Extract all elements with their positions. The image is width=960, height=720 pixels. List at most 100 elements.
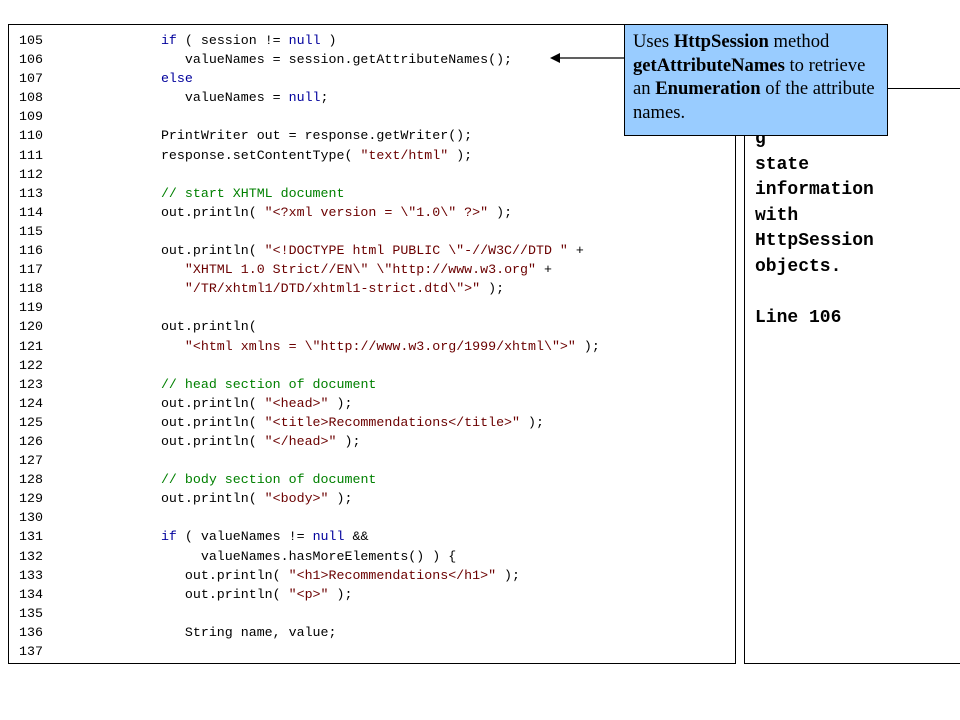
code-text: out.println(	[137, 491, 265, 507]
code-line: 136 String name, value;	[19, 623, 600, 642]
code-line: 137	[19, 642, 600, 661]
code-listing-panel: 105 if ( session != null )106 valueNames…	[8, 24, 736, 664]
code-text: out.println(	[137, 586, 289, 602]
line-number: 135	[19, 605, 43, 621]
code-string: "text/html"	[360, 147, 449, 163]
code-keyword: if	[160, 529, 177, 545]
code-text: +	[567, 243, 584, 259]
code-text: );	[488, 204, 513, 220]
code-text: );	[448, 147, 473, 163]
callout-text: Uses	[633, 31, 674, 52]
code-text: );	[328, 395, 353, 411]
code-text	[137, 529, 161, 544]
callout-text: to retrieve an	[633, 54, 866, 100]
line-number: 117	[19, 262, 43, 278]
callout-arrow-icon	[550, 53, 626, 63]
line-number: 137	[19, 644, 43, 659]
code-text: valueNames.hasMoreElements() ) {	[137, 548, 457, 564]
code-line: 107 else	[19, 69, 600, 88]
line-number: 136	[19, 624, 43, 640]
code-string: "</head>"	[264, 433, 337, 449]
line-number: 107	[19, 71, 43, 87]
side-notes-text: g state information with HttpSession obj…	[755, 129, 874, 329]
code-text: valueNames =	[137, 90, 289, 106]
code-line: 115	[19, 222, 600, 241]
code-line: 134 out.println( "<p>" );	[19, 585, 600, 604]
code-string: "XHTML 1.0 Strict//EN\" \"http://www.w3.…	[184, 262, 536, 278]
code-line: 131 if ( valueNames != null &&	[19, 527, 600, 546]
code-line: 112	[19, 165, 600, 184]
code-text	[137, 262, 185, 277]
code-line: 118 "/TR/xhtml1/DTD/xhtml1-strict.dtd\">…	[19, 279, 600, 298]
code-text: );	[496, 567, 521, 583]
code-text: out.println(	[137, 204, 265, 220]
line-number: 122	[19, 357, 43, 373]
code-line: 113 // start XHTML document	[19, 184, 600, 203]
code-text: );	[480, 281, 505, 297]
line-number: 125	[19, 414, 43, 430]
code-string: "<title>Recommendations</title>"	[264, 414, 521, 430]
code-line: 135	[19, 604, 600, 623]
code-keyword: null	[288, 33, 321, 48]
code-string: "<h1>Recommendations</h1>"	[288, 567, 497, 583]
code-line: 129 out.println( "<body>" );	[19, 489, 600, 508]
line-number: 112	[19, 166, 43, 182]
code-line: 105 if ( session != null )	[19, 31, 600, 50]
callout-box: Uses HttpSession method getAttributeName…	[624, 24, 888, 136]
line-number: 131	[19, 529, 43, 545]
code-comment: // body section of document	[160, 472, 377, 488]
code-string: "<body>"	[264, 491, 329, 507]
side-notes-panel: g state information with HttpSession obj…	[744, 88, 960, 664]
callout-emphasis: HttpSession	[673, 31, 769, 52]
callout-text: of the attribute names.	[633, 78, 875, 123]
code-line: 106 valueNames = session.getAttributeNam…	[19, 50, 600, 69]
line-number: 121	[19, 338, 43, 354]
line-number: 116	[19, 243, 43, 259]
code-string: "<!DOCTYPE html PUBLIC \"-//W3C//DTD "	[264, 243, 568, 259]
code-line: 127	[19, 451, 600, 470]
code-text: );	[328, 586, 353, 602]
code-text: );	[328, 491, 353, 507]
code-line: 123 // head section of document	[19, 375, 600, 394]
line-number: 120	[19, 319, 43, 335]
code-line: 121 "<html xmlns = \"http://www.w3.org/1…	[19, 337, 600, 356]
code-line: 114 out.println( "<?xml version = \"1.0\…	[19, 203, 600, 222]
code-text: out.println(	[137, 395, 265, 411]
code-text: ( valueNames !=	[176, 529, 313, 545]
code-comment: // head section of document	[160, 376, 377, 392]
code-line: 119	[19, 298, 600, 317]
line-number: 126	[19, 433, 43, 449]
line-number: 129	[19, 491, 43, 507]
callout-emphasis: Enumeration	[655, 78, 761, 99]
code-text	[137, 377, 161, 392]
code-text: response.setContentType(	[137, 147, 361, 163]
code-line: 108 valueNames = null;	[19, 88, 600, 107]
line-number: 123	[19, 376, 43, 392]
code-string: "/TR/xhtml1/DTD/xhtml1-strict.dtd\">"	[184, 281, 481, 297]
code-text: )	[320, 33, 337, 48]
line-number: 114	[19, 204, 43, 220]
code-text: out.println(	[137, 567, 289, 583]
line-number: 134	[19, 586, 43, 602]
code-text: out.println(	[137, 414, 265, 430]
code-text	[137, 281, 185, 296]
code-string: "<?xml version = \"1.0\" ?>"	[264, 204, 489, 220]
code-text: out.println(	[137, 433, 265, 449]
code-text: &&	[344, 529, 369, 545]
code-string: "<html xmlns = \"http://www.w3.org/1999/…	[184, 338, 576, 354]
line-number: 105	[19, 33, 43, 48]
code-line: 116 out.println( "<!DOCTYPE html PUBLIC …	[19, 241, 600, 260]
code-text: +	[536, 262, 552, 278]
code-line: 111 response.setContentType( "text/html"…	[19, 146, 600, 165]
code-line: 124 out.println( "<head>" );	[19, 394, 600, 413]
code-line: 133 out.println( "<h1>Recommendations</h…	[19, 566, 600, 585]
code-keyword: if	[160, 33, 177, 48]
code-text: out.println(	[137, 243, 265, 259]
line-number: 127	[19, 453, 43, 469]
callout-emphasis: getAttributeNames	[633, 54, 785, 76]
code-text: );	[520, 414, 544, 430]
code-text: );	[575, 338, 600, 354]
code-line: 126 out.println( "</head>" );	[19, 432, 600, 451]
code-text	[137, 339, 185, 354]
code-line: 109	[19, 107, 600, 126]
